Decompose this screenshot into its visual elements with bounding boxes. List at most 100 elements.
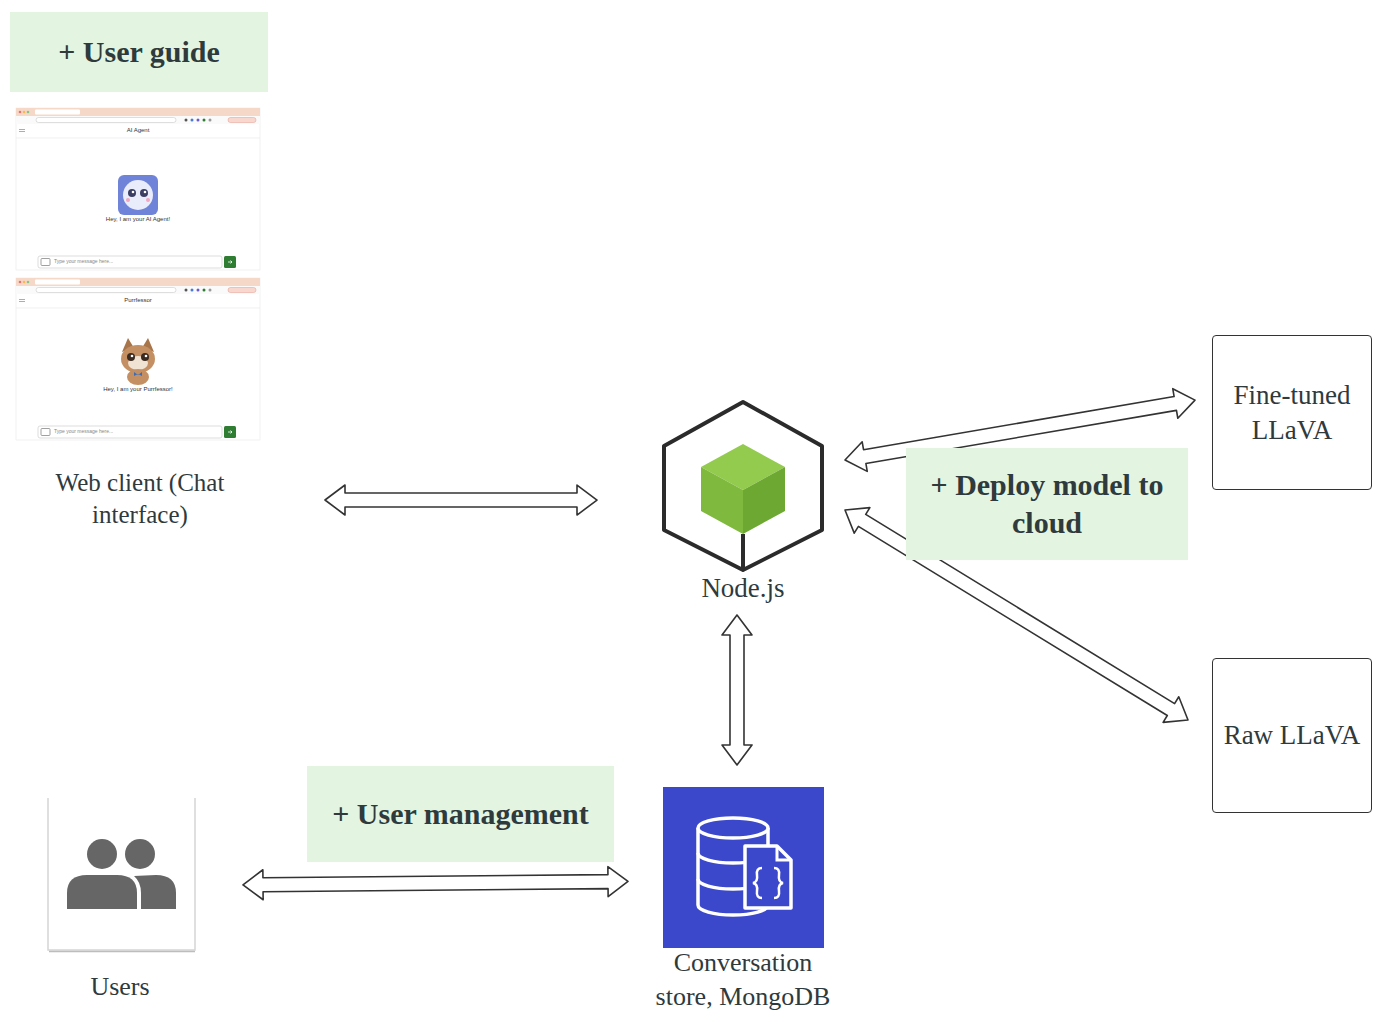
icon-part xyxy=(197,119,200,122)
icon-part xyxy=(19,131,25,133)
icon-part xyxy=(19,299,25,301)
icon-part xyxy=(35,110,80,115)
icon-part xyxy=(49,951,195,953)
hollow-arrow xyxy=(722,615,752,765)
icon-part xyxy=(228,288,256,293)
icon-part xyxy=(23,111,26,114)
icon-part xyxy=(36,288,176,293)
icon-part xyxy=(128,189,136,197)
node-text: Raw LLaVA xyxy=(1224,718,1361,753)
icon-part xyxy=(698,818,768,838)
icon-part xyxy=(140,189,148,197)
icon-part xyxy=(48,798,195,950)
icon-part xyxy=(141,353,149,361)
icon-part xyxy=(745,846,791,908)
icon-part xyxy=(27,281,30,284)
icon-part xyxy=(19,111,22,114)
server-node: Node.js xyxy=(662,398,824,608)
icon-part xyxy=(224,256,236,268)
database-icon xyxy=(663,787,824,948)
icon-part xyxy=(131,355,134,358)
icon-part xyxy=(125,839,155,869)
icon-part xyxy=(224,426,236,438)
icon-part xyxy=(87,839,117,869)
icon-part xyxy=(67,875,137,909)
icon-part xyxy=(663,787,824,948)
icon-part xyxy=(19,301,25,303)
note-box: + User management xyxy=(307,766,614,862)
icon-part xyxy=(16,108,260,270)
icon-part xyxy=(197,289,200,292)
icon-part xyxy=(16,278,260,286)
icon-part xyxy=(209,119,212,122)
icon-part xyxy=(185,119,188,122)
chat-screenshot xyxy=(16,108,260,270)
icon-part xyxy=(36,118,176,123)
note-box: + Deploy model to cloud xyxy=(906,448,1188,560)
screenshot-text: Purrfessor xyxy=(16,297,260,304)
icon-part xyxy=(145,355,148,358)
nodejs-icon xyxy=(664,402,822,570)
icon-part xyxy=(134,875,176,909)
node-text: + User management xyxy=(332,795,589,833)
icon-part xyxy=(191,119,194,122)
icon-part xyxy=(118,175,158,215)
icon-part xyxy=(132,191,135,194)
icon-part xyxy=(774,868,783,898)
screenshot-text: Type your message here... xyxy=(54,429,214,435)
model-box: Fine-tuned LLaVA xyxy=(1212,335,1372,490)
icon-part xyxy=(127,369,149,385)
icon-part xyxy=(144,191,147,194)
icon-part xyxy=(134,372,142,376)
screenshot-text: Hey, I am your AI Agent! xyxy=(16,216,260,223)
icon-part xyxy=(19,129,25,131)
icon-part xyxy=(777,846,791,860)
icon-part xyxy=(203,289,206,292)
model-box: Raw LLaVA xyxy=(1212,658,1372,813)
icon-part xyxy=(16,278,260,440)
node-text: Web client (Chat interface) xyxy=(54,467,226,531)
node-text: Conversation store, MongoDB xyxy=(643,946,843,1013)
icon-part xyxy=(16,138,260,139)
icon-part xyxy=(19,281,22,284)
icon-part xyxy=(753,868,762,898)
icon-part xyxy=(16,286,260,294)
icon-part xyxy=(23,281,26,284)
icon-part xyxy=(38,256,222,268)
screenshot-text: AI Agent xyxy=(16,127,260,134)
icon-part xyxy=(191,289,194,292)
hollow-arrow xyxy=(243,867,628,900)
icon-part xyxy=(228,261,232,264)
note-box: + User guide xyxy=(10,12,268,92)
screenshot-text: Hey, I am your Purrfessor! xyxy=(16,386,260,393)
icon-part xyxy=(41,259,50,266)
node-text: Node.js xyxy=(701,571,784,606)
users-node: Users xyxy=(40,798,200,1005)
icon-part xyxy=(41,429,50,436)
icon-part xyxy=(121,345,155,373)
node-text: Users xyxy=(90,970,149,1003)
icon-part xyxy=(38,426,222,438)
icon-part xyxy=(209,289,212,292)
icon-part xyxy=(743,467,785,534)
icon-part xyxy=(146,198,150,202)
icon-part xyxy=(16,116,260,124)
icon-part xyxy=(228,118,256,123)
icon-part xyxy=(123,180,153,210)
icon-part xyxy=(27,111,30,114)
screenshot-text: Type your message here... xyxy=(54,259,214,265)
icon-part xyxy=(203,119,206,122)
icon-part xyxy=(126,198,130,202)
icon-part xyxy=(35,280,80,285)
icon-part xyxy=(664,402,822,570)
node-text: + Deploy model to cloud xyxy=(914,466,1180,543)
database-node: Conversation store, MongoDB xyxy=(643,787,843,1013)
icon-part xyxy=(127,353,135,361)
chat-screenshot xyxy=(16,278,260,440)
icon-part xyxy=(16,108,260,116)
hollow-arrow xyxy=(325,485,597,515)
icon-part xyxy=(228,431,232,434)
users-icon xyxy=(48,798,195,952)
icon-part xyxy=(16,308,260,309)
icon-part xyxy=(185,289,188,292)
